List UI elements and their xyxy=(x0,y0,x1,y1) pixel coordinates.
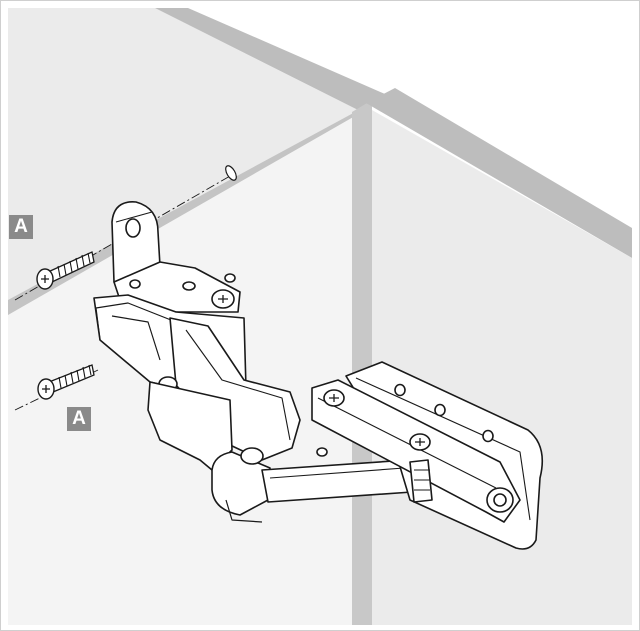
door-plate-hole-2 xyxy=(434,403,446,417)
door-plate-hole-3 xyxy=(482,429,494,443)
hinge-spring-pin xyxy=(409,459,433,503)
drill-hole-marker xyxy=(225,165,237,181)
screw-top xyxy=(36,251,95,290)
mounting-tab-hole xyxy=(125,218,141,238)
screw-label-top: A xyxy=(9,215,33,239)
hinge-mounting-tab xyxy=(111,201,161,283)
hinge-outer-arm xyxy=(311,379,521,523)
hinge xyxy=(93,201,544,550)
hinge-lower-body xyxy=(147,381,233,471)
door-plate-hole-1 xyxy=(394,383,406,397)
left-panel-top-edge xyxy=(155,8,385,112)
screw-label-bottom: A xyxy=(67,407,91,431)
door-top-edge xyxy=(366,88,632,258)
left-panel-top-face xyxy=(8,8,362,315)
door-edge-strip xyxy=(352,100,372,625)
screw-bottom xyxy=(37,364,95,400)
left-panel-front-edge xyxy=(8,104,370,315)
